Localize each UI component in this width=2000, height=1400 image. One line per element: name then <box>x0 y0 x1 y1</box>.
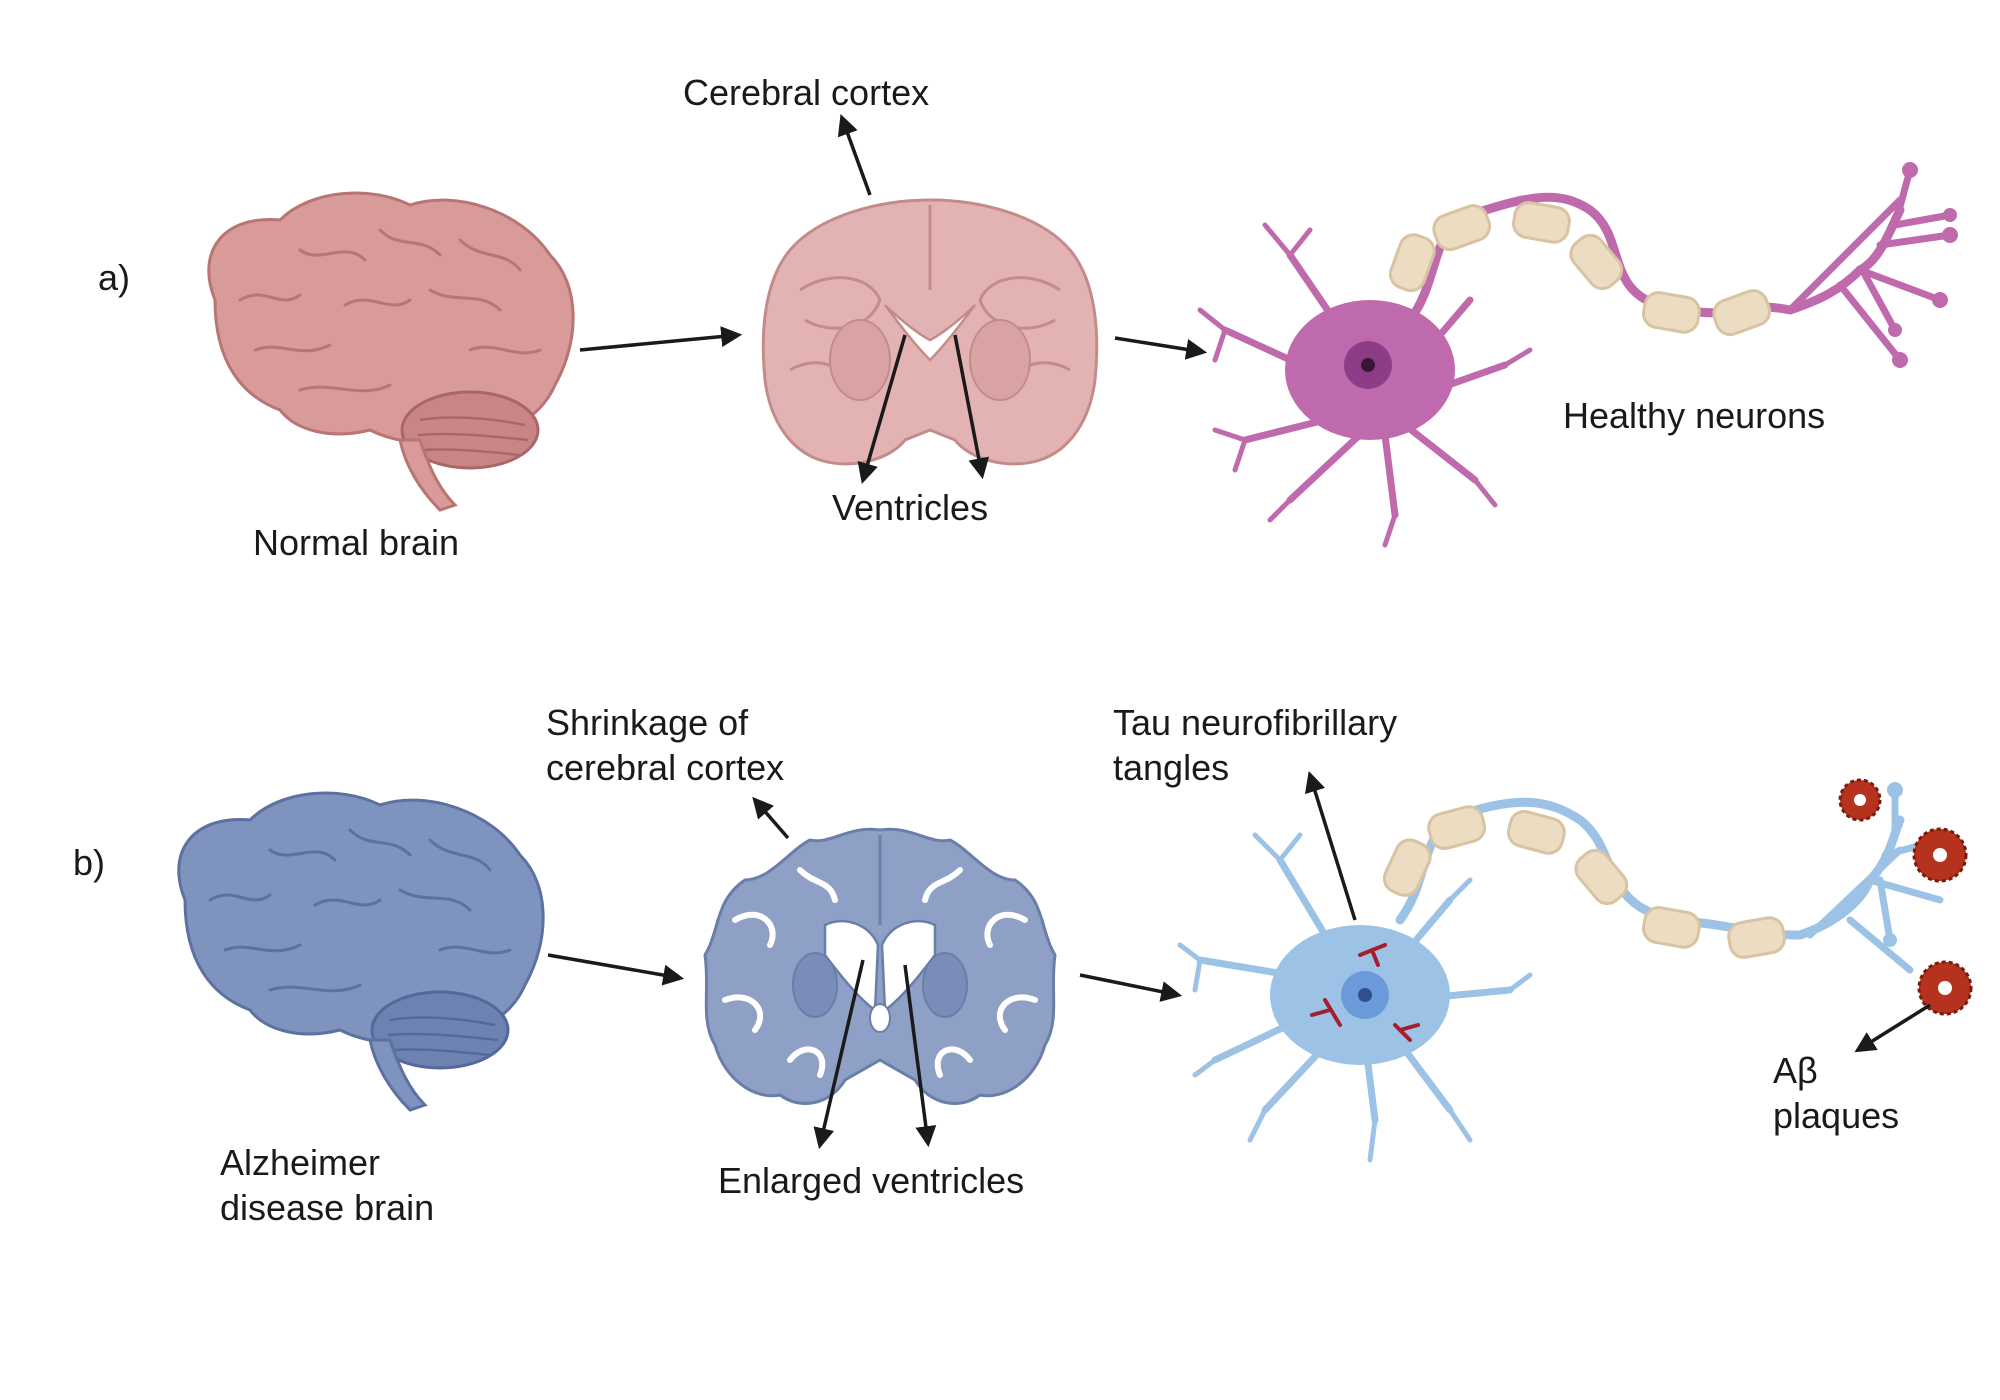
alzheimer-brain-illustration <box>177 791 545 1112</box>
arrow-shrinkage <box>752 796 790 840</box>
shrinkage-label-line1: Shrinkage of <box>546 702 749 743</box>
tau-label-line1: Tau neurofibrillary <box>1113 702 1397 743</box>
arrow-ventricle-left <box>857 334 907 485</box>
arrow-enlarged-ventricle-left <box>813 959 865 1150</box>
alzheimer-brain-label-line1: Alzheimer <box>220 1142 380 1183</box>
panel-a: a) Normal brain Cerebral cortex Ventricl… <box>98 72 1958 563</box>
alzheimer-brain-label-line2: disease brain <box>220 1187 434 1228</box>
plaques-label-line1: Aβ <box>1773 1050 1818 1091</box>
amyloid-plaques <box>1838 778 1973 1016</box>
cerebral-cortex-label: Cerebral cortex <box>683 72 929 113</box>
panel-b-label: b) <box>73 842 105 883</box>
plaques-label-line2: plaques <box>1773 1095 1899 1136</box>
normal-brain-illustration <box>207 191 575 512</box>
coronal-section-atrophied <box>703 827 1057 1105</box>
enlarged-ventricles-label: Enlarged ventricles <box>718 1160 1024 1201</box>
ventricles-label: Ventricles <box>832 487 988 528</box>
healthy-neurons-label: Healthy neurons <box>1563 395 1825 436</box>
arrow-brain-to-section-b <box>547 953 685 986</box>
shrinkage-label-line2: cerebral cortex <box>546 747 784 788</box>
panel-a-label: a) <box>98 257 130 298</box>
healthy-neuron-illustration <box>1197 162 1958 548</box>
arrow-abeta-plaques <box>1854 1003 1931 1053</box>
coronal-section-healthy <box>761 198 1099 466</box>
arrow-section-to-neuron-a <box>1114 336 1208 360</box>
arrow-enlarged-ventricle-right <box>903 964 937 1148</box>
arrow-cerebral-cortex <box>837 114 872 196</box>
arrow-section-to-neuron-b <box>1079 973 1183 1002</box>
panel-b: b) Alzheimer disease brain Shrinkage of … <box>73 702 1973 1228</box>
diseased-neuron-illustration <box>1177 782 1944 1163</box>
arrow-tau-tangles <box>1304 770 1357 921</box>
normal-brain-label: Normal brain <box>253 522 459 563</box>
tau-label-line2: tangles <box>1113 747 1229 788</box>
arrow-brain-to-section-a <box>579 326 743 352</box>
arrow-ventricle-right <box>953 334 990 480</box>
